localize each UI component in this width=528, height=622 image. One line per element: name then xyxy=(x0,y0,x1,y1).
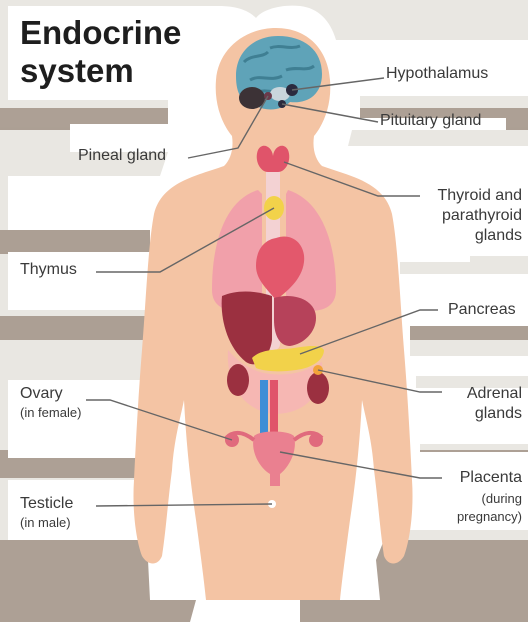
right-kidney xyxy=(307,372,329,404)
label-testicle: Testicle xyxy=(20,496,73,513)
label-thyroid-line-1: Thyroid and xyxy=(438,188,523,205)
label-placenta: Placenta xyxy=(460,470,522,487)
title-line-1: Endocrine xyxy=(20,18,181,48)
right-ovary xyxy=(309,433,323,447)
label-placenta-note-1: (during xyxy=(482,492,522,506)
label-ovary: Ovary xyxy=(20,386,63,403)
label-pituitary: Pituitary gland xyxy=(380,113,481,130)
brain-illustration xyxy=(236,36,322,109)
label-hypothalamus: Hypothalamus xyxy=(386,66,488,83)
label-thyroid-line-3: glands xyxy=(475,228,522,245)
label-pineal: Pineal gland xyxy=(78,148,166,165)
vena-cava xyxy=(260,380,268,436)
title-line-2: system xyxy=(20,56,134,86)
aorta xyxy=(270,380,278,436)
label-pancreas: Pancreas xyxy=(448,302,516,319)
label-ovary-note: (in female) xyxy=(20,406,81,420)
label-testicle-note: (in male) xyxy=(20,516,71,530)
label-adrenal-line-2: glands xyxy=(475,406,522,423)
label-thyroid-line-2: parathyroid xyxy=(442,208,522,225)
label-thymus: Thymus xyxy=(20,262,77,279)
left-kidney xyxy=(227,364,249,396)
label-placenta-note-2: pregnancy) xyxy=(457,510,522,524)
label-adrenal-line-1: Adrenal xyxy=(467,386,522,403)
cerebellum xyxy=(239,87,265,109)
